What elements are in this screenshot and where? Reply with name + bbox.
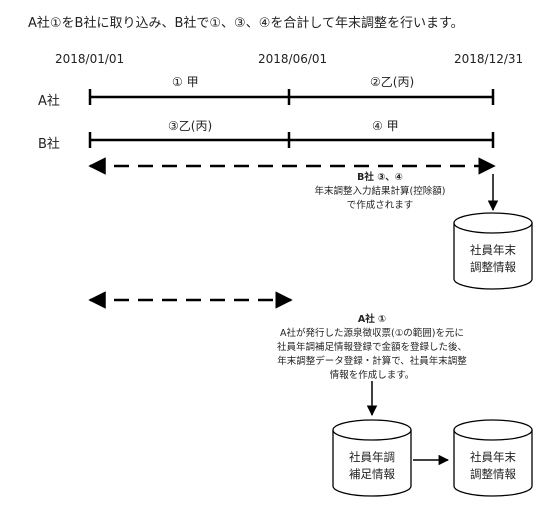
segment-label-b4: ④ 甲 xyxy=(372,119,399,133)
note-b-line-2: で作成されます xyxy=(346,200,414,211)
cylinder-supplementary-info xyxy=(332,419,412,497)
note-a-line-3: 年末調整データ登録・計算で、社員年末調整 xyxy=(277,356,467,367)
cylinder-bottom-right-label-line-1: 社員年末 xyxy=(470,450,516,464)
note-a-line-4: 情報を作成します。 xyxy=(329,370,415,381)
segment-label-a2: ②乙(丙) xyxy=(370,75,415,89)
note-a-line-1: A社が発行した源泉徴収票(①の範囲)を元に xyxy=(280,328,464,339)
segment-label-a1: ① 甲 xyxy=(172,75,199,89)
note-company-a: A社 ① A社が発行した源泉徴収票(①の範囲)を元に 社員年調補足情報登録で金額… xyxy=(272,313,472,383)
note-b-heading: B社 ③、④ xyxy=(357,172,403,183)
date-end: 2018/12/31 xyxy=(454,52,524,66)
page-title: A社①をB社に取り込み、B社で①、③、④を合計して年末調整を行います。 xyxy=(28,16,464,31)
cylinder-top-year-end-info xyxy=(453,212,533,290)
cylinder-top-label-line-1: 社員年末 xyxy=(470,243,516,257)
date-mid: 2018/06/01 xyxy=(258,52,328,66)
date-start: 2018/01/01 xyxy=(55,52,125,66)
note-company-b: B社 ③、④ 年末調整入力結果計算(控除額) で作成されます xyxy=(290,171,470,213)
cylinder-bottom-left-label: 社員年調 補足情報 xyxy=(333,449,411,483)
timeline-a xyxy=(88,89,495,105)
cylinder-bottom-year-end-info xyxy=(453,419,533,497)
row-label-b: B社 xyxy=(38,137,60,152)
cylinder-bottom-right-label: 社員年末 調整情報 xyxy=(454,449,532,483)
note-b-line-1: 年末調整入力結果計算(控除額) xyxy=(314,186,446,197)
row-label-a: A社 xyxy=(38,94,60,109)
segment-label-b3: ③乙(丙) xyxy=(168,119,213,133)
timeline-b xyxy=(88,132,495,148)
cylinder-bottom-left-label-line-1: 社員年調 xyxy=(349,450,395,464)
note-a-heading: A社 ① xyxy=(357,314,387,325)
note-a-line-2: 社員年調補足情報登録で金額を登録した後、 xyxy=(276,342,467,353)
cylinder-bottom-right-label-line-2: 調整情報 xyxy=(470,467,516,481)
cylinder-top-label-line-2: 調整情報 xyxy=(470,260,516,274)
cylinder-bottom-left-label-line-2: 補足情報 xyxy=(349,467,395,481)
cylinder-top-label: 社員年末 調整情報 xyxy=(454,242,532,276)
